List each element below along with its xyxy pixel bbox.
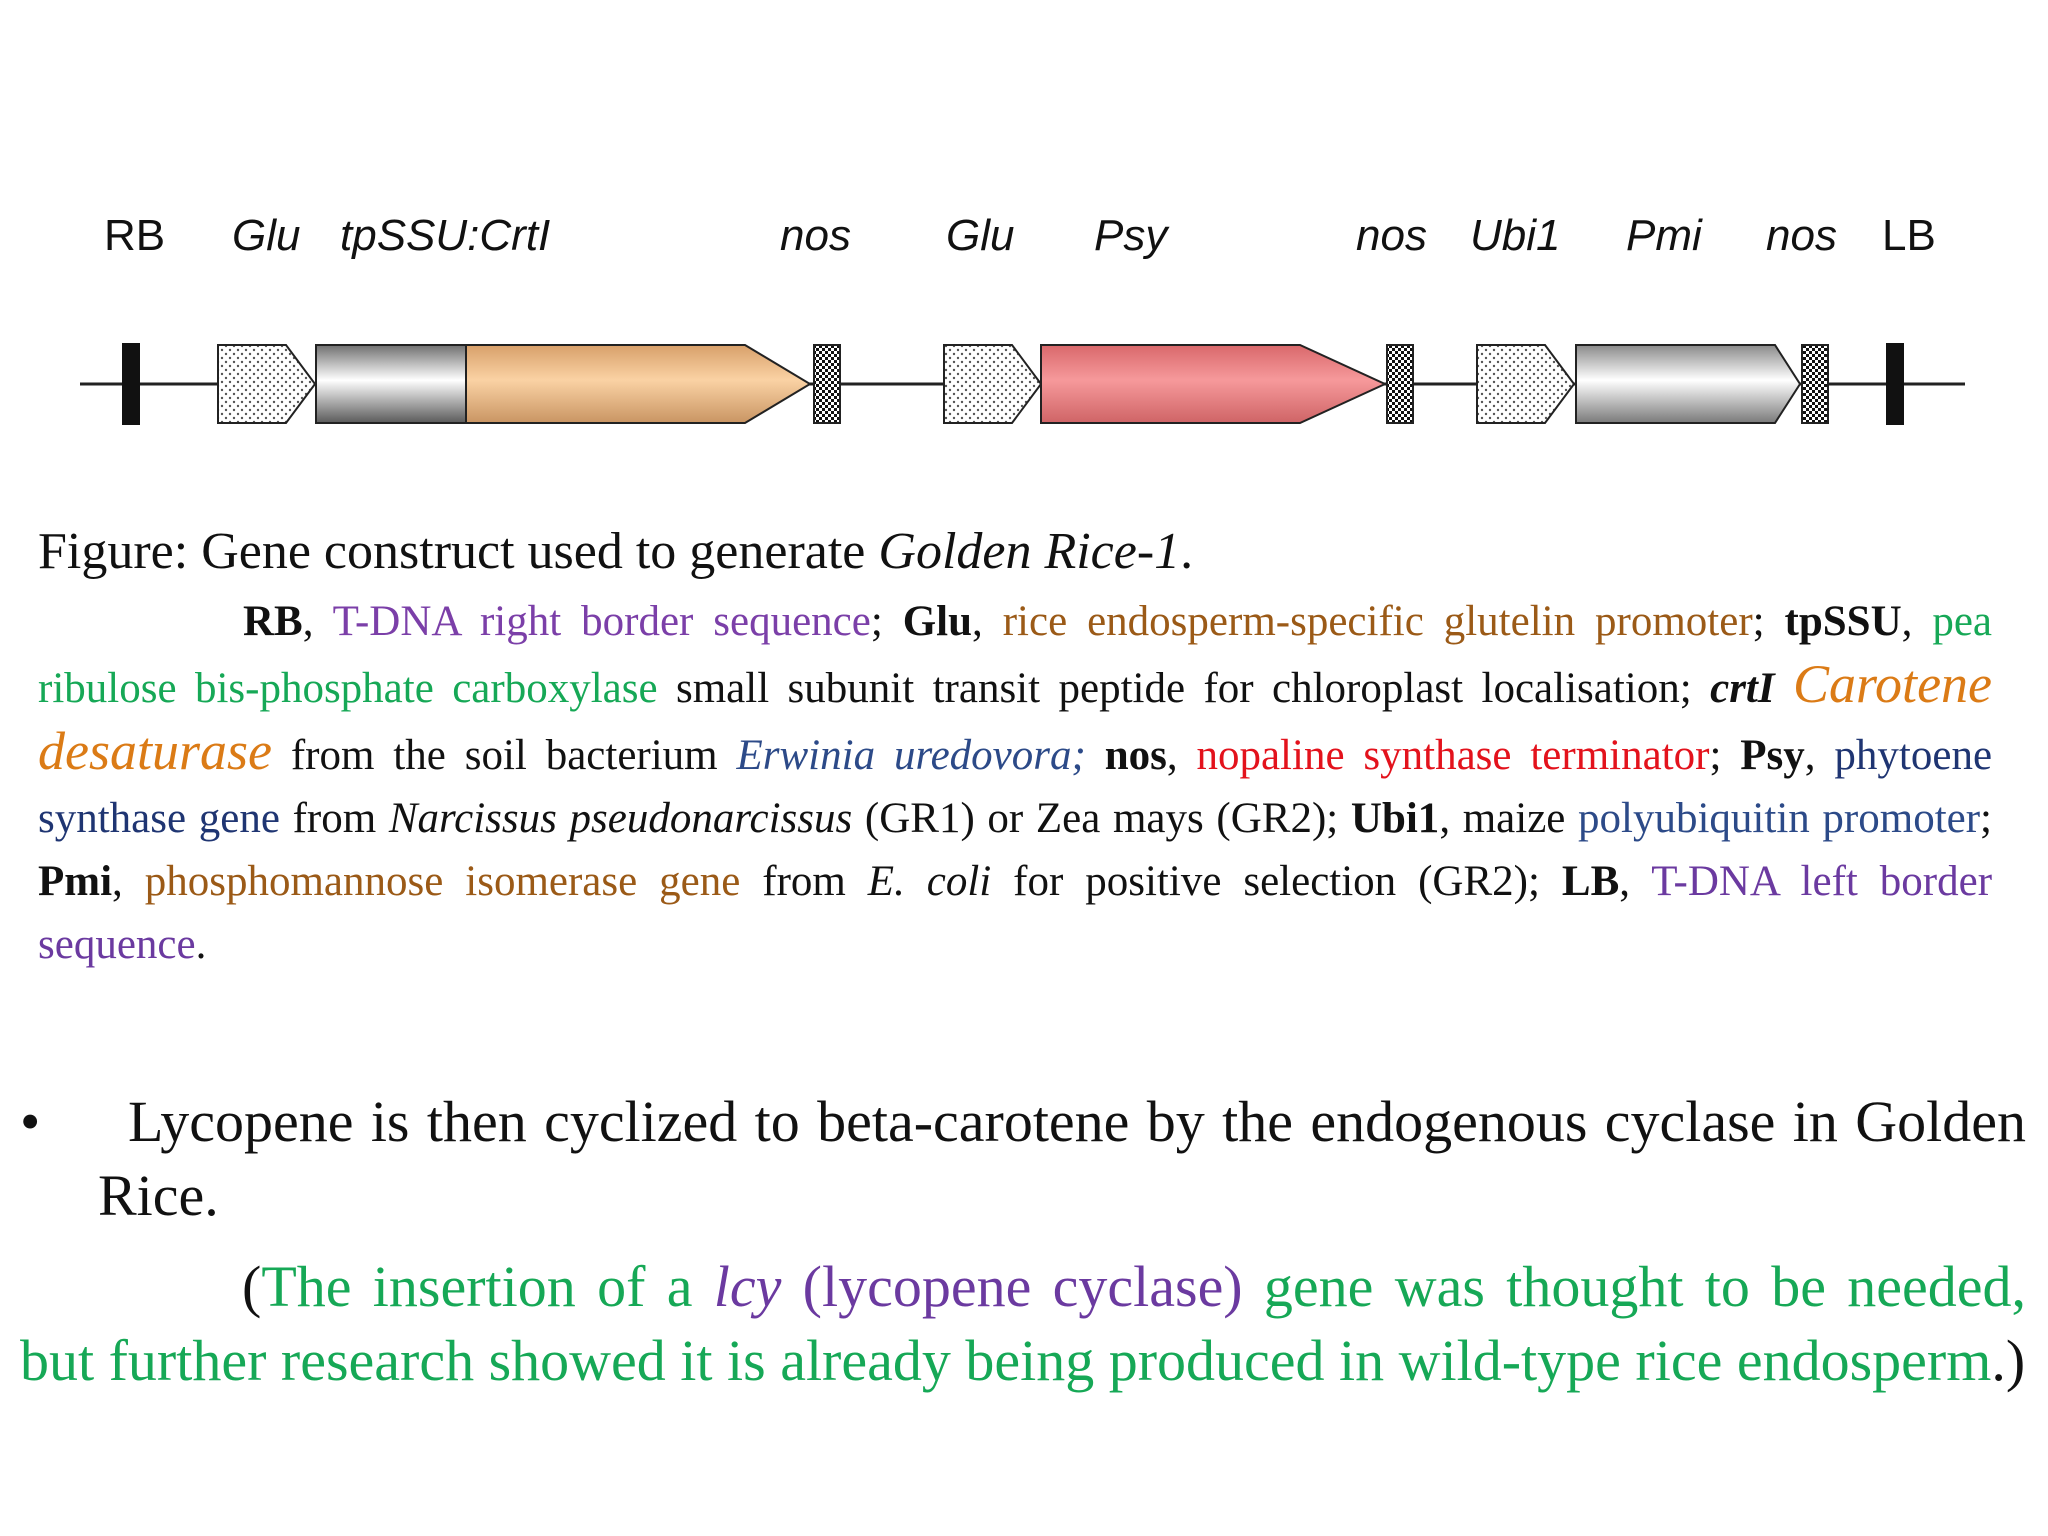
legend-crti-rest: from the soil bacterium: [271, 732, 737, 779]
legend-glu-desc: rice endosperm-specific glutelin promote…: [1002, 598, 1753, 645]
legend-pmi: Pmi: [38, 858, 113, 905]
legend-tpssu: tpSSU: [1784, 598, 1902, 645]
legend-pmi-desc: phosphomannose isomerase gene: [144, 858, 741, 905]
legend-tpssu-rest: small subunit transit peptide for chloro…: [657, 665, 1711, 712]
legend-tpssu-desc: pea ribulose bis-phosphate carboxylase: [38, 598, 1992, 712]
glu-promoter-1: [217, 344, 317, 424]
legend-crti: crtI: [1710, 665, 1775, 712]
label-lb: LB: [1882, 211, 1936, 260]
label-ubi1: Ubi1: [1470, 211, 1561, 260]
legend-psy: Psy: [1740, 732, 1805, 779]
legend-nos: nos: [1104, 732, 1167, 779]
legend-crti-desc: Carotene desaturase: [38, 654, 1992, 781]
label-rb: RB: [104, 211, 165, 260]
legend-lb: LB: [1561, 858, 1620, 905]
note-open-paren: (: [242, 1254, 262, 1319]
label-glu-1: Glu: [232, 211, 300, 260]
nos-terminator-3: [1801, 344, 1829, 424]
note-paren-inner: (lycopene cyclase): [781, 1254, 1243, 1319]
legend-narcissus: Narcissus pseudonarcissus: [388, 795, 853, 842]
gene-construct-diagram: RB Glu tpSSU:CrtI nos Glu Psy nos Ubi1 P…: [80, 211, 1965, 425]
label-pmi: Pmi: [1626, 211, 1703, 260]
legend-ubi-pre: , maize: [1439, 795, 1579, 842]
figure-caption-title: Figure: Gene construct used to generate …: [38, 520, 1998, 584]
legend-rb: RB: [243, 598, 303, 645]
legend-nos-desc: nopaline synthase terminator: [1196, 732, 1710, 779]
lb-border-bar: [1886, 343, 1904, 425]
legend-psy-desc: phytoene synthase gene: [38, 732, 1993, 842]
note-close: .): [1991, 1328, 2026, 1393]
bullet-item: • Lycopene is then cyclized to beta-caro…: [20, 1085, 2026, 1233]
tpssu-block: [315, 344, 467, 424]
legend-ubi-desc: polyubiquitin promoter: [1578, 795, 1981, 842]
bullet-marker: •: [20, 1089, 41, 1154]
label-glu-2: Glu: [946, 211, 1014, 260]
legend-pmi-rest: for positive selection (GR2);: [991, 858, 1562, 905]
note-part2: gene was thought to be needed, but furth…: [20, 1254, 2026, 1393]
caption-title-prefix: Figure: Gene construct used to generate: [38, 523, 879, 580]
glu-promoter-2: [943, 344, 1043, 424]
note-lcy: lcy: [713, 1254, 782, 1319]
legend-ecoli: E. coli: [867, 858, 992, 905]
caption-title-italic: Golden Rice-1: [878, 523, 1181, 580]
legend-ubi1: Ubi1: [1350, 795, 1440, 842]
crti-gene-arrow: [465, 344, 812, 424]
legend-erwinia: Erwinia uredovora;: [736, 732, 1086, 779]
pmi-gene-arrow: [1575, 344, 1802, 424]
legend-glu: Glu: [902, 598, 973, 645]
psy-gene-arrow: [1040, 344, 1388, 424]
legend-psy-from: from: [279, 795, 389, 842]
figure-caption-legend: RB, T-DNA right border sequence; Glu, ri…: [38, 598, 1993, 968]
legend-psy-rest: (GR1) or Zea mays (GR2);: [852, 795, 1351, 842]
legend-rb-desc: T-DNA right border sequence: [332, 598, 871, 645]
nos-terminator-2: [1386, 344, 1414, 424]
label-psy: Psy: [1094, 211, 1170, 260]
label-nos-2: nos: [1356, 211, 1427, 260]
nos-terminator-1: [813, 344, 841, 424]
legend-lb-desc: T-DNA left border sequence: [38, 858, 1993, 968]
caption-title-suffix: .: [1180, 523, 1194, 580]
label-tpssu-crti: tpSSU:CrtI: [340, 211, 550, 260]
legend-pmi-from: from: [740, 858, 868, 905]
bullet-text: Lycopene is then cyclized to beta-carote…: [98, 1089, 2026, 1228]
note-paragraph: (The insertion of a lcy (lycopene cyclas…: [20, 1250, 2026, 1398]
rb-border-bar: [122, 343, 140, 425]
label-nos-1: nos: [780, 211, 851, 260]
ubi1-promoter: [1476, 344, 1576, 424]
note-part1: The insertion of a: [261, 1254, 714, 1319]
label-nos-3: nos: [1766, 211, 1837, 260]
